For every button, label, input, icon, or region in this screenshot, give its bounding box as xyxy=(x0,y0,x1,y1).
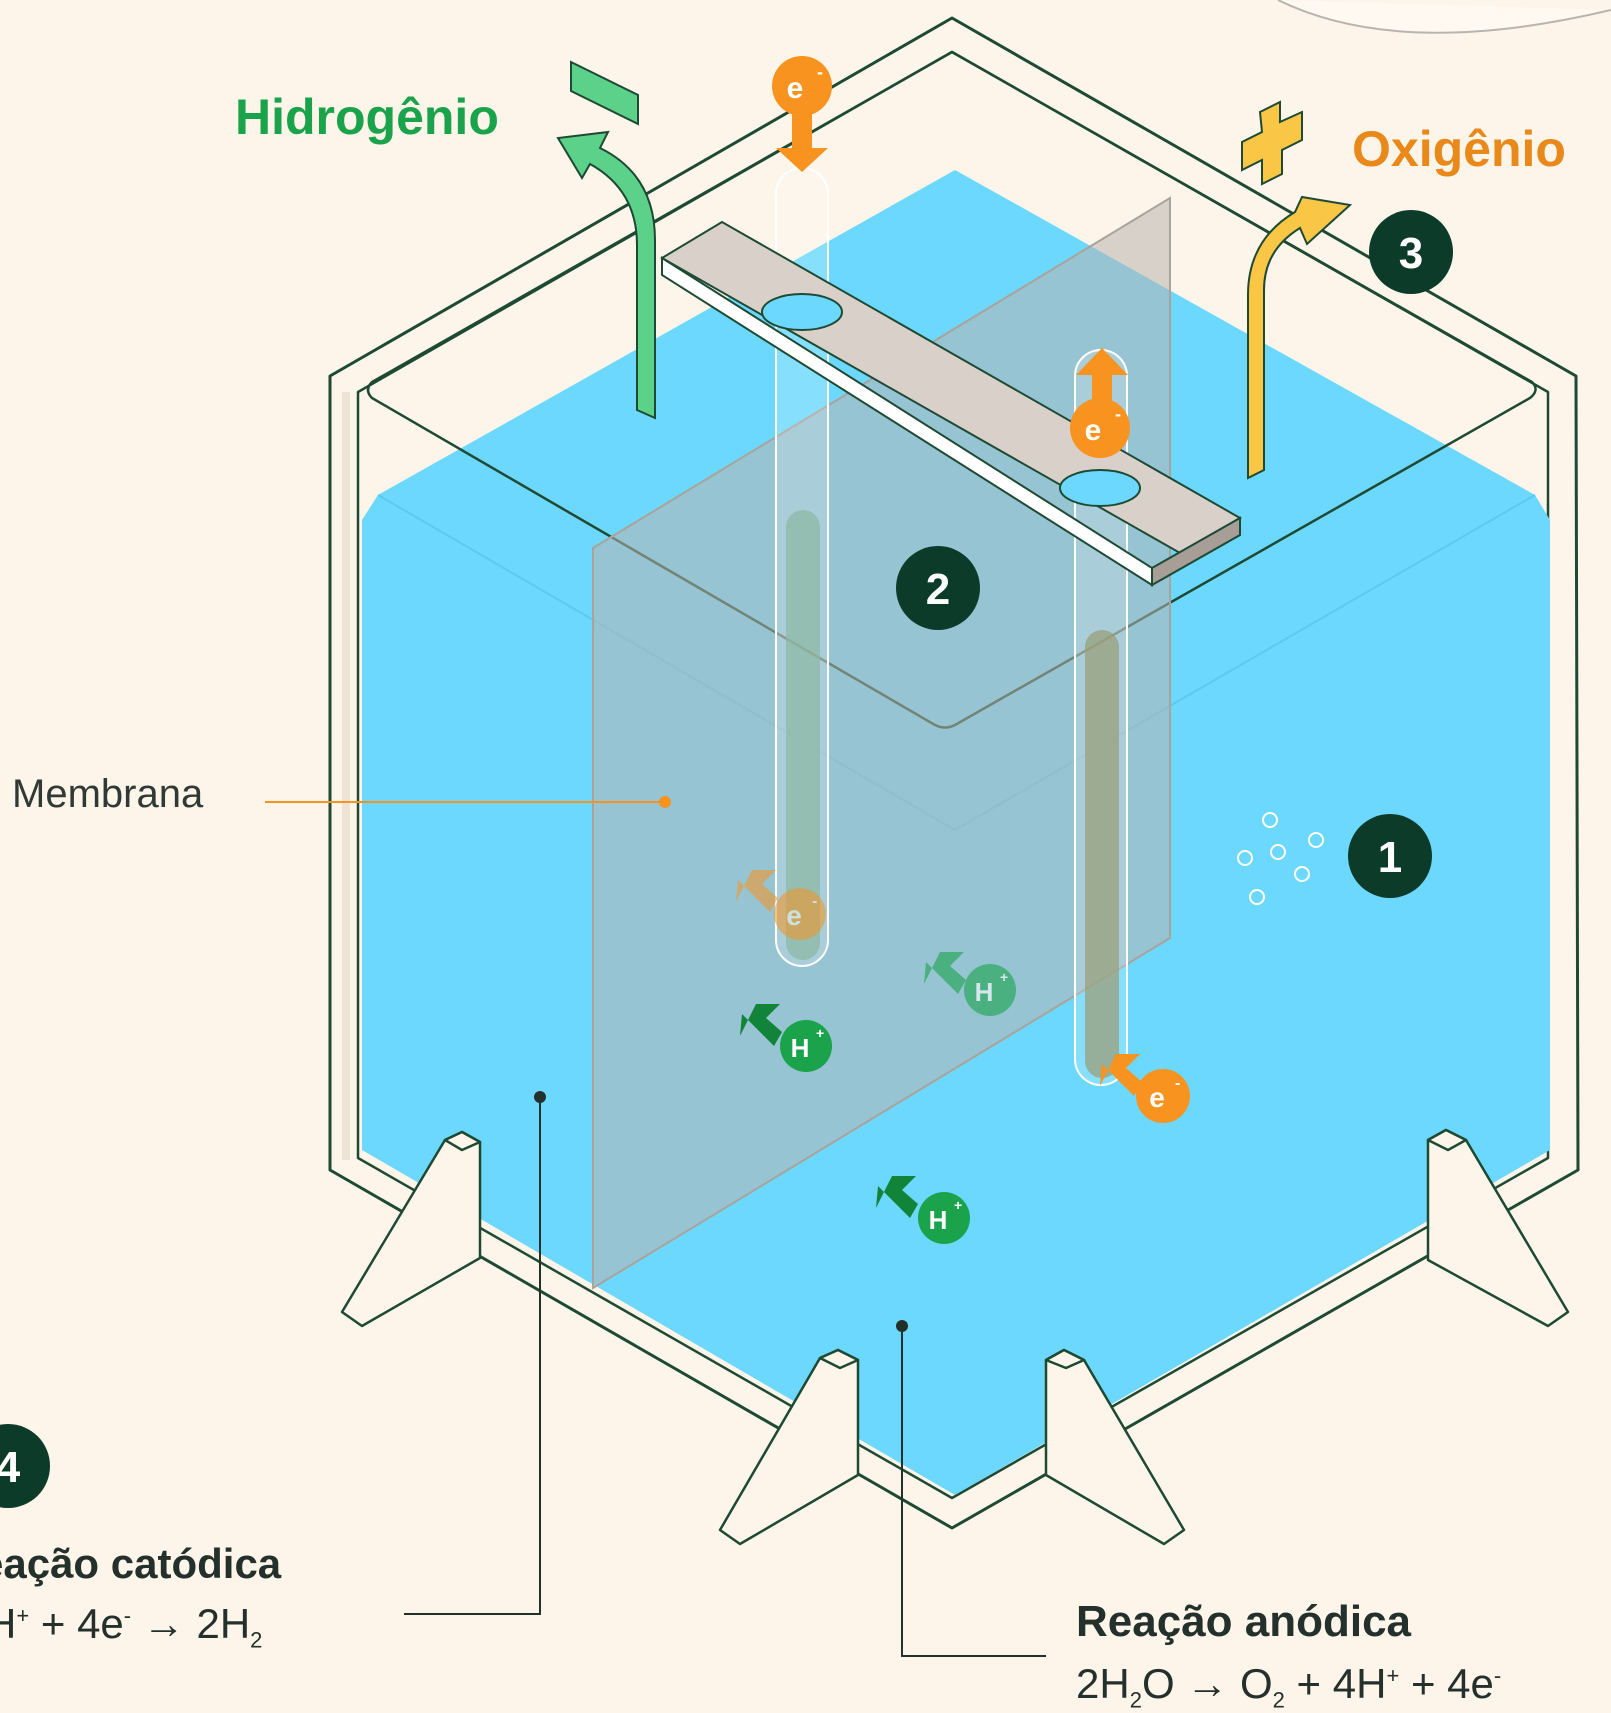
membrane-label: Membrana xyxy=(12,772,204,816)
svg-text:3: 3 xyxy=(1399,229,1423,278)
step-badge-2: 2 xyxy=(896,546,980,630)
tank-outer-outline xyxy=(328,16,1580,1530)
oxygen-label: Oxigênio xyxy=(1352,121,1566,177)
electron-symbol: e xyxy=(787,72,804,105)
cathodic-reaction-title: eação catódica xyxy=(0,1540,282,1587)
electrode-plate xyxy=(660,220,1242,587)
membrane-panel xyxy=(592,196,1171,1290)
cathodic-reaction-equation: H+ + 4e- → 2H2 xyxy=(0,1600,263,1653)
electron-charge: - xyxy=(1115,404,1121,424)
tank-legs xyxy=(340,1128,1570,1546)
oxygen-molecule-icon xyxy=(1241,100,1303,186)
oxygen-bubbles xyxy=(1237,812,1324,905)
svg-text:2: 2 xyxy=(926,565,950,614)
proton-icon-faded: H + xyxy=(924,952,1016,1016)
electron-output-icon: e - xyxy=(1070,348,1130,458)
anodic-reaction-title: Reação anódica xyxy=(1076,1597,1412,1646)
oxygen-outflow-arrow xyxy=(1247,195,1353,480)
electron-symbol: e xyxy=(1085,414,1102,447)
electron-cathode-icon: e - xyxy=(736,870,826,940)
electron-charge: - xyxy=(817,62,823,82)
hydrogen-label: Hidrogênio xyxy=(235,89,499,145)
proton-charge: + xyxy=(816,1025,824,1041)
svg-text:1: 1 xyxy=(1378,833,1402,882)
electron-symbol: e xyxy=(1149,1082,1165,1113)
proton-symbol: H xyxy=(929,1205,948,1235)
electron-charge: - xyxy=(812,893,817,910)
proton-icon-cathode: H + xyxy=(740,1004,832,1072)
electron-input-icon: e - xyxy=(772,56,832,172)
electron-symbol: e xyxy=(786,900,802,931)
proton-symbol: H xyxy=(791,1033,810,1063)
proton-charge: + xyxy=(1000,969,1008,985)
anodic-reaction-equation: 2H2O → O2 + 4H+ + 4e- xyxy=(1076,1660,1502,1713)
electron-charge: - xyxy=(1175,1075,1180,1092)
proton-charge: + xyxy=(954,1197,962,1213)
step-badge-4: 4 xyxy=(0,1424,50,1508)
electron-anode-icon: e - xyxy=(1100,1054,1190,1123)
step-badge-1: 1 xyxy=(1348,814,1432,898)
tank-inner-outline xyxy=(356,50,1550,1500)
svg-text:4: 4 xyxy=(0,1443,21,1492)
proton-symbol: H xyxy=(975,977,994,1007)
step-badge-3: 3 xyxy=(1369,210,1453,294)
hydrogen-molecule-icon xyxy=(570,60,639,126)
proton-icon-bottom: H + xyxy=(876,1176,970,1244)
leader-lines xyxy=(265,796,1046,1657)
corner-circle-fragment xyxy=(1277,0,1611,34)
hydrogen-outflow-arrow xyxy=(556,130,656,420)
